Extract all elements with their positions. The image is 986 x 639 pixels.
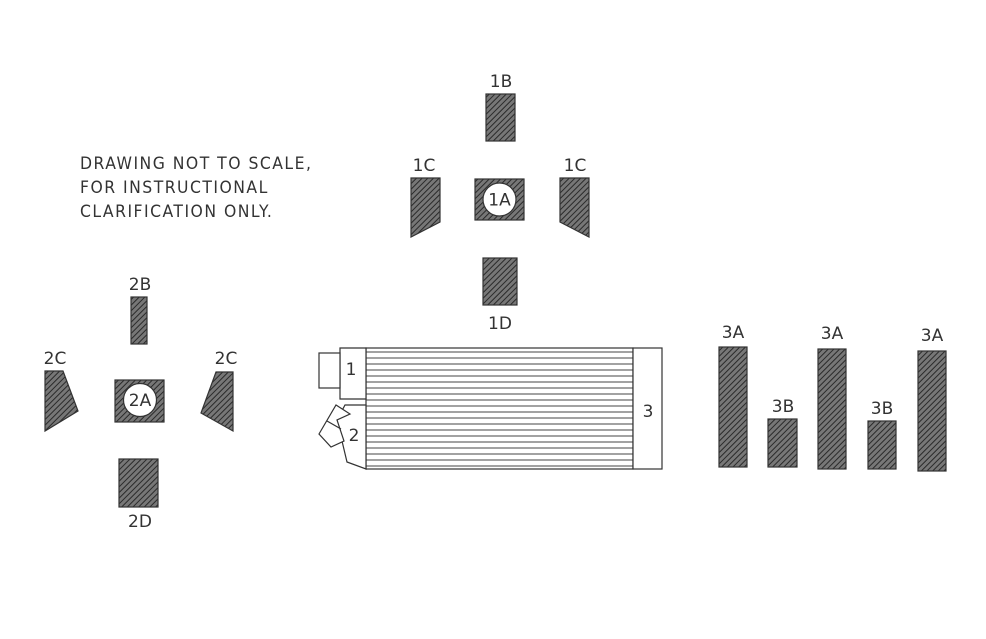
part-1-fitting [318,352,341,389]
label-3a-3: 3A [921,326,944,346]
main-assembly: 3 1 2 [318,347,663,470]
label-3a-2: 3A [821,324,844,344]
part-2b [130,296,148,345]
label-1a: 1A [488,191,511,211]
label-1d: 1D [488,314,512,334]
part-3b-1 [767,418,798,468]
label-2b: 2B [129,275,151,295]
part-3-fin-stack [365,347,634,470]
label-2: 2 [349,426,360,446]
part-1a-circle [482,182,517,217]
part-2c-left [44,370,79,433]
label-2a: 2A [129,391,152,411]
note-line-2: FOR INSTRUCTIONAL [80,178,269,198]
part-1d [482,257,518,306]
part-1b [485,93,516,142]
note-line-1: DRAWING NOT TO SCALE, [80,154,313,174]
part-3b-2 [867,420,897,470]
label-1c-left: 1C [413,156,436,176]
label-3b-2: 3B [871,399,893,419]
part-2d [118,458,159,508]
part-3a-2 [817,348,847,470]
label-3a-1: 3A [722,323,745,343]
part-3a-1 [718,346,748,468]
part-2a-circle [122,382,158,418]
label-1b: 1B [490,72,512,92]
label-2c-right: 2C [215,349,238,369]
group-1: 1B 1C 1C 1A 1D [410,72,590,334]
group-3: 3A 3B 3A 3B 3A [718,323,947,472]
label-3: 3 [643,402,654,422]
part-1c-right [559,177,590,238]
drawing-note: DRAWING NOT TO SCALE, FOR INSTRUCTIONAL … [80,152,312,224]
label-2c-left: 2C [44,349,67,369]
part-2-fitting-line [326,420,342,430]
label-1c-right: 1C [564,156,587,176]
label-2d: 2D [128,512,152,532]
part-3a-3 [917,350,947,472]
group-2: 2B 2C 2C 2A 2D [44,275,238,532]
part-2c-right [200,371,234,433]
part-2-fitting [318,404,352,448]
label-1: 1 [346,360,357,380]
label-3b-1: 3B [772,397,794,417]
part-3-end-cap [632,347,663,470]
part-1c-left [410,177,441,238]
note-line-3: CLARIFICATION ONLY. [80,202,274,222]
